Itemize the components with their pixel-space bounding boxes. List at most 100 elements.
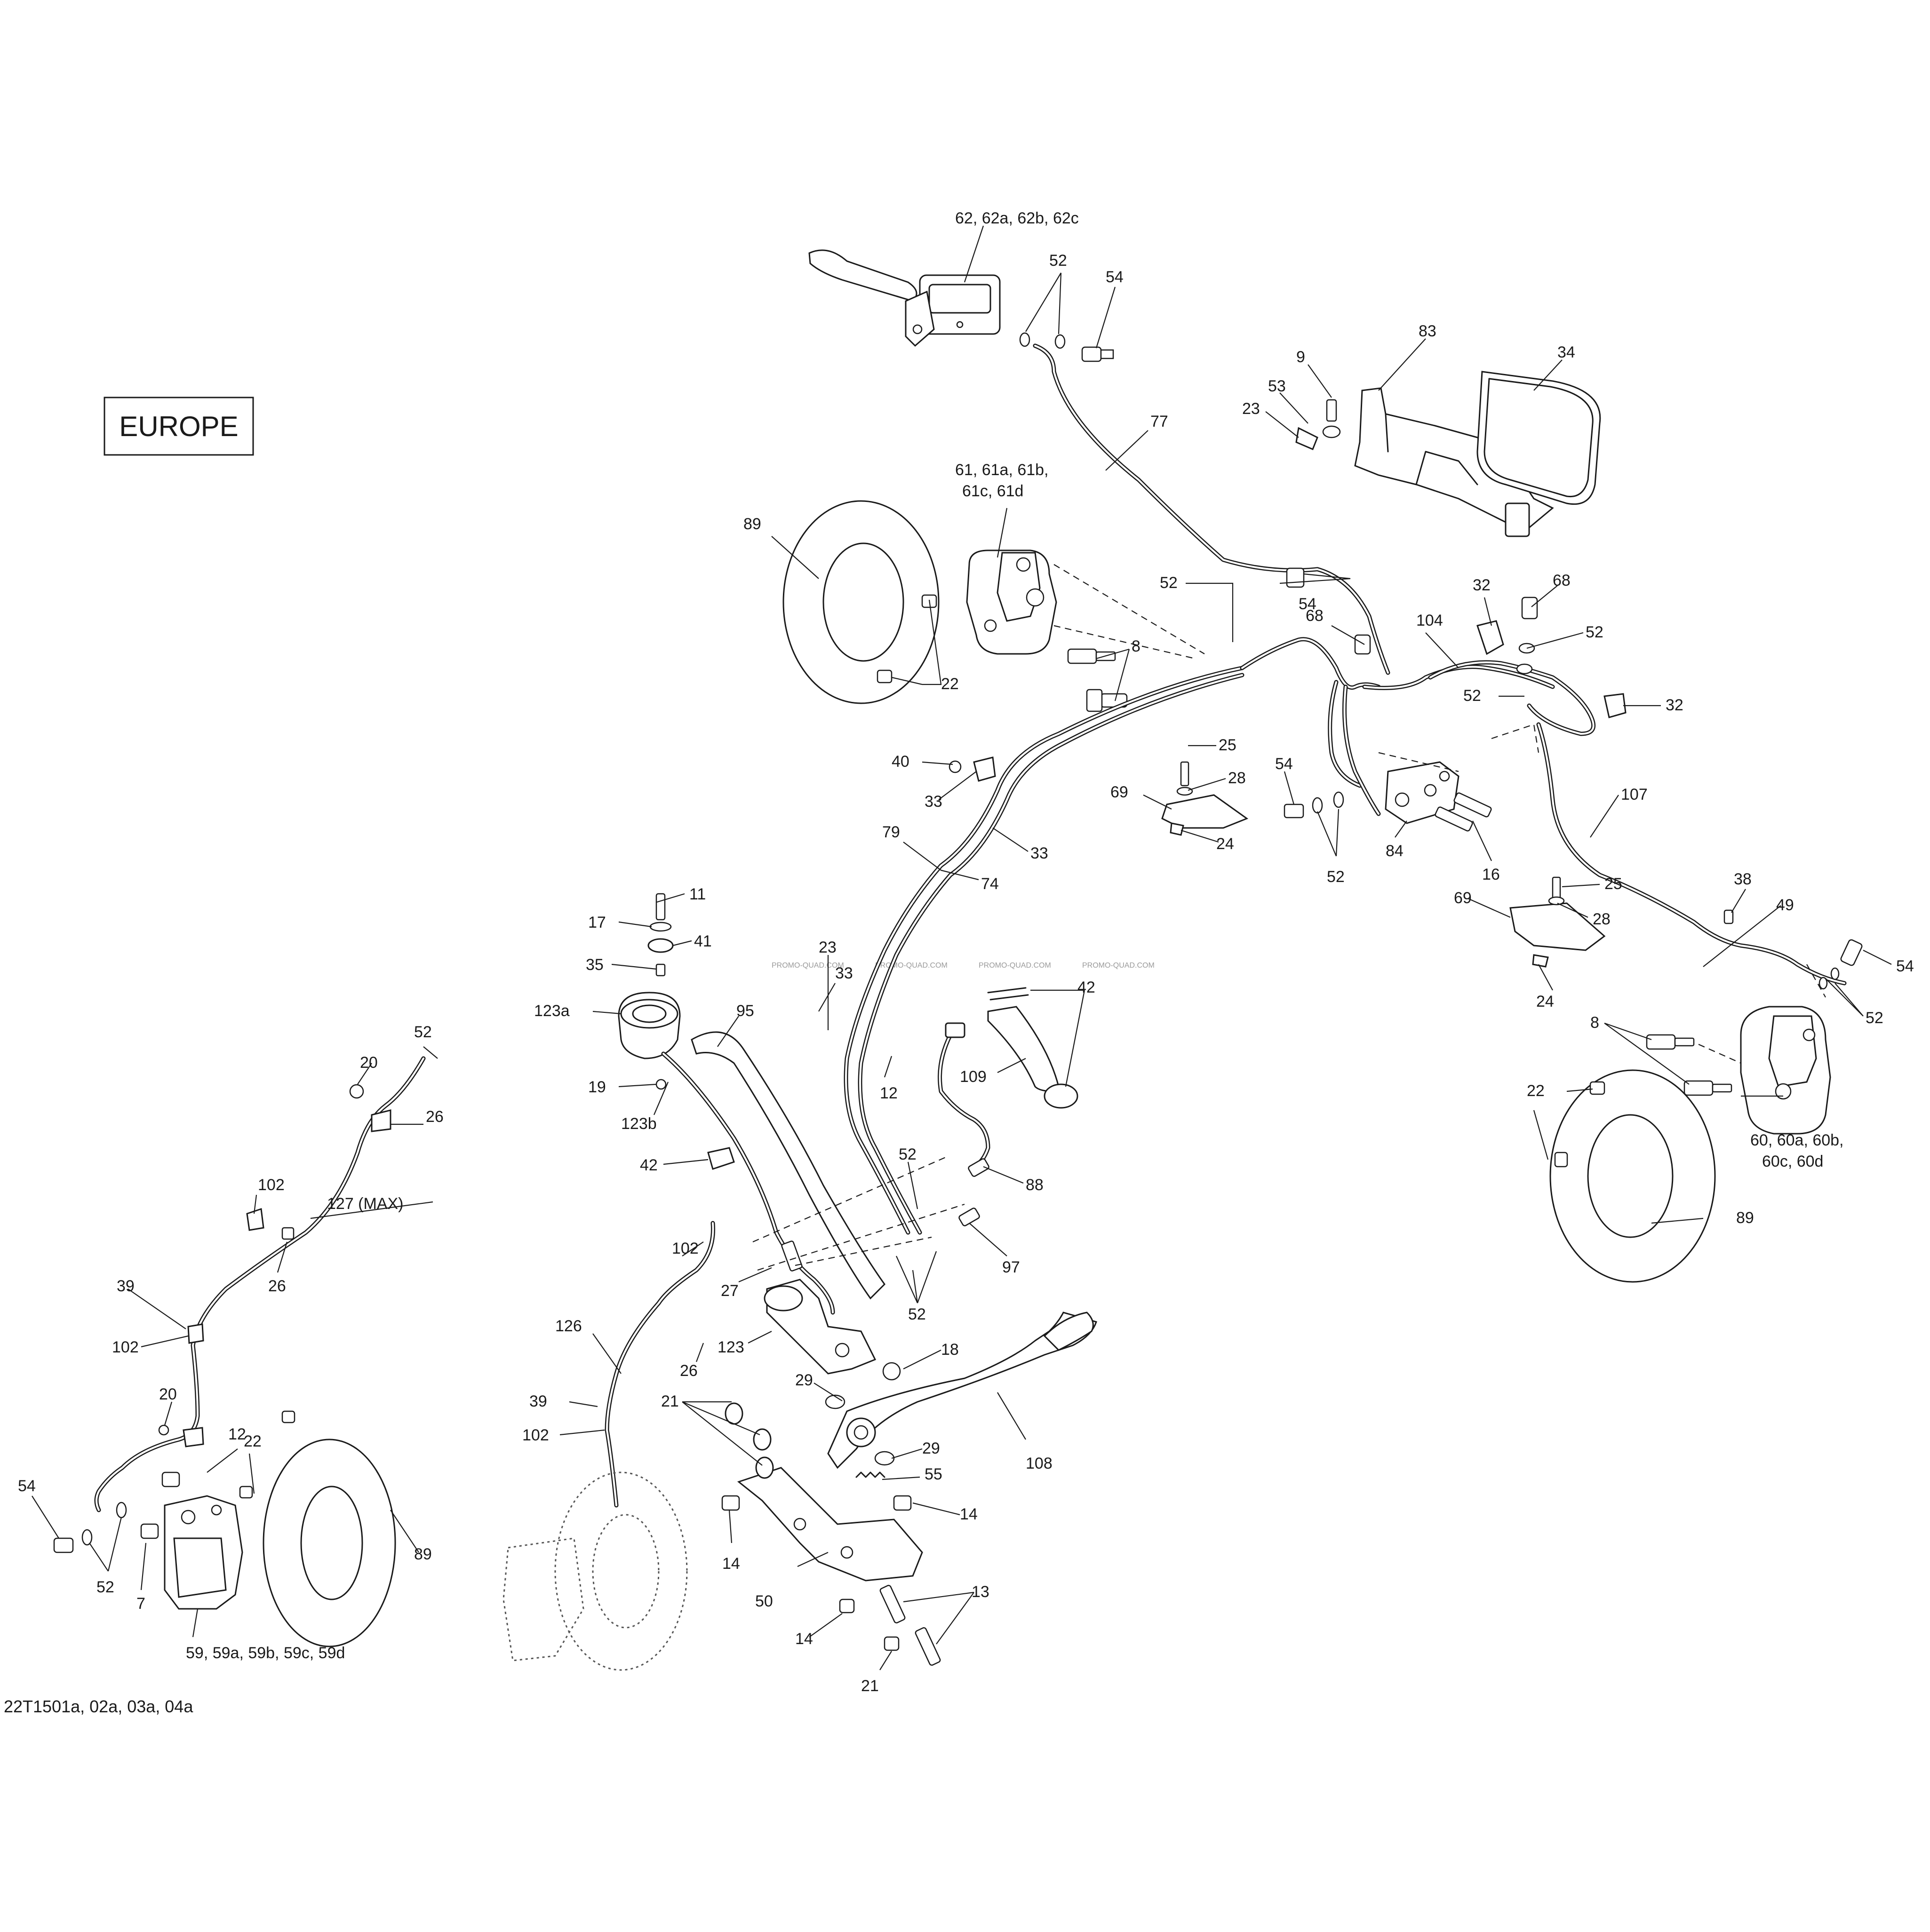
- callout: 84: [1386, 842, 1404, 860]
- callout: 95: [736, 1002, 754, 1020]
- callout: 53: [1268, 377, 1286, 395]
- callout: 69: [1110, 783, 1128, 801]
- callout: 62, 62a, 62b, 62c: [955, 209, 1079, 227]
- callout: 23: [1242, 400, 1260, 418]
- reservoir-hose-123b: [661, 1051, 835, 1315]
- callout: 79: [882, 823, 900, 841]
- callout: 8: [1590, 1014, 1599, 1032]
- front-brake-lever-master-cylinder: [808, 249, 1001, 347]
- gasket-frame: [1476, 371, 1601, 505]
- callout: 39: [529, 1392, 547, 1410]
- callout: 20: [360, 1054, 378, 1072]
- callout: 97: [1002, 1258, 1020, 1276]
- washer: [1054, 334, 1066, 349]
- callout: 32: [1666, 696, 1683, 714]
- front-brake-disc-upper: [782, 500, 940, 704]
- callout: 20: [159, 1385, 177, 1403]
- callout-labels: 62, 62a, 62b, 62c 52 54 83 34 9 53 23 77…: [18, 209, 1914, 1695]
- callout: 60, 60a, 60b,: [1750, 1131, 1844, 1149]
- rear-caliper-bolts: [1646, 1034, 1732, 1096]
- callout: 28: [1593, 910, 1611, 928]
- callout: 26: [268, 1277, 286, 1295]
- callout: 42: [1077, 978, 1095, 996]
- callout: 89: [743, 515, 761, 533]
- callout: 19: [588, 1078, 606, 1096]
- callout: 74: [981, 875, 999, 893]
- left-hose-clips: [158, 1084, 391, 1447]
- bracket-69-upper: [1161, 761, 1249, 836]
- callout: 52: [1327, 868, 1345, 886]
- callout: 54: [18, 1477, 36, 1495]
- callout: 68: [1553, 572, 1571, 589]
- brake-line-79-74: [844, 666, 1244, 1235]
- callout: 104: [1416, 612, 1443, 629]
- callout: 52: [96, 1578, 114, 1596]
- watermark: PROMO-QUAD.COM PROMO-QUAD.COM PROMO-QUAD…: [772, 962, 1155, 970]
- brake-pedal: [825, 1312, 1097, 1469]
- callout: 52: [899, 1145, 917, 1163]
- front-left-caliper: [164, 1495, 243, 1610]
- callout: 23: [819, 938, 837, 956]
- screw-and-clip: [1295, 399, 1341, 450]
- callout: 68: [1306, 607, 1324, 625]
- rear-master-cylinder: [764, 1240, 901, 1381]
- lines-to-abs-module: [1240, 637, 1555, 816]
- callout: 33: [925, 793, 942, 811]
- callout: 17: [588, 914, 606, 931]
- callout: 12: [228, 1425, 246, 1443]
- callout: 29: [922, 1439, 940, 1457]
- callout: 9: [1296, 348, 1305, 366]
- callout: 77: [1150, 413, 1168, 430]
- callout: 14: [795, 1630, 813, 1648]
- region-label-box: EUROPE: [104, 397, 254, 456]
- callout: 109: [960, 1068, 987, 1086]
- callout: 60c, 60d: [1762, 1153, 1823, 1170]
- rear-caliper-right: [1740, 1006, 1831, 1135]
- rear-left-caliper-ghost: [502, 1471, 688, 1671]
- banjo-bolt: [1081, 346, 1114, 362]
- callout: 14: [960, 1505, 978, 1523]
- callout: 7: [136, 1595, 145, 1613]
- callout: 26: [680, 1362, 698, 1380]
- callout: 16: [1482, 866, 1500, 883]
- callout: 34: [1557, 343, 1575, 361]
- callout: 89: [1736, 1209, 1754, 1227]
- callout: 25: [1604, 875, 1622, 893]
- pedal-bracket: [725, 1402, 923, 1582]
- svg-text:PROMO-QUAD.COM: PROMO-QUAD.COM: [1082, 962, 1155, 970]
- callout: 54: [1299, 595, 1316, 613]
- front-left-brake-disc: [263, 1439, 396, 1647]
- callout: 21: [661, 1392, 679, 1410]
- callout: 54: [1275, 755, 1293, 773]
- callout: 35: [586, 956, 604, 974]
- callout: 88: [1026, 1176, 1044, 1194]
- sensor-wire-88: [938, 1022, 990, 1226]
- callout: 126: [555, 1317, 582, 1335]
- callout: 50: [755, 1592, 773, 1610]
- callout: 102: [522, 1426, 549, 1444]
- callout: 52: [1160, 574, 1178, 592]
- clamps: [949, 620, 1734, 924]
- callout: 41: [694, 932, 712, 950]
- abs-bracket: [1354, 387, 1554, 537]
- fitting-54-right: [1818, 939, 1863, 990]
- callout: 52: [1463, 687, 1481, 705]
- callout: 102: [672, 1240, 699, 1257]
- left-fittings: [53, 1471, 180, 1553]
- callout: 22: [244, 1432, 262, 1450]
- callout: 52: [414, 1023, 432, 1041]
- callout: 33: [835, 964, 853, 982]
- drawing-reference: 22T1501a, 02a, 03a, 04a: [4, 1697, 193, 1716]
- callout: 40: [892, 753, 909, 771]
- callout: 52: [1866, 1009, 1883, 1027]
- callout: 54: [1106, 268, 1124, 286]
- callout: 24: [1536, 993, 1554, 1010]
- front-caliper-right: [966, 549, 1057, 655]
- callout: 49: [1776, 896, 1794, 914]
- brake-line-127: [94, 1056, 426, 1512]
- spring-55: [855, 1471, 885, 1478]
- region-label: EUROPE: [119, 411, 238, 442]
- brake-line-126: [605, 1221, 716, 1508]
- callout: 54: [1896, 957, 1914, 975]
